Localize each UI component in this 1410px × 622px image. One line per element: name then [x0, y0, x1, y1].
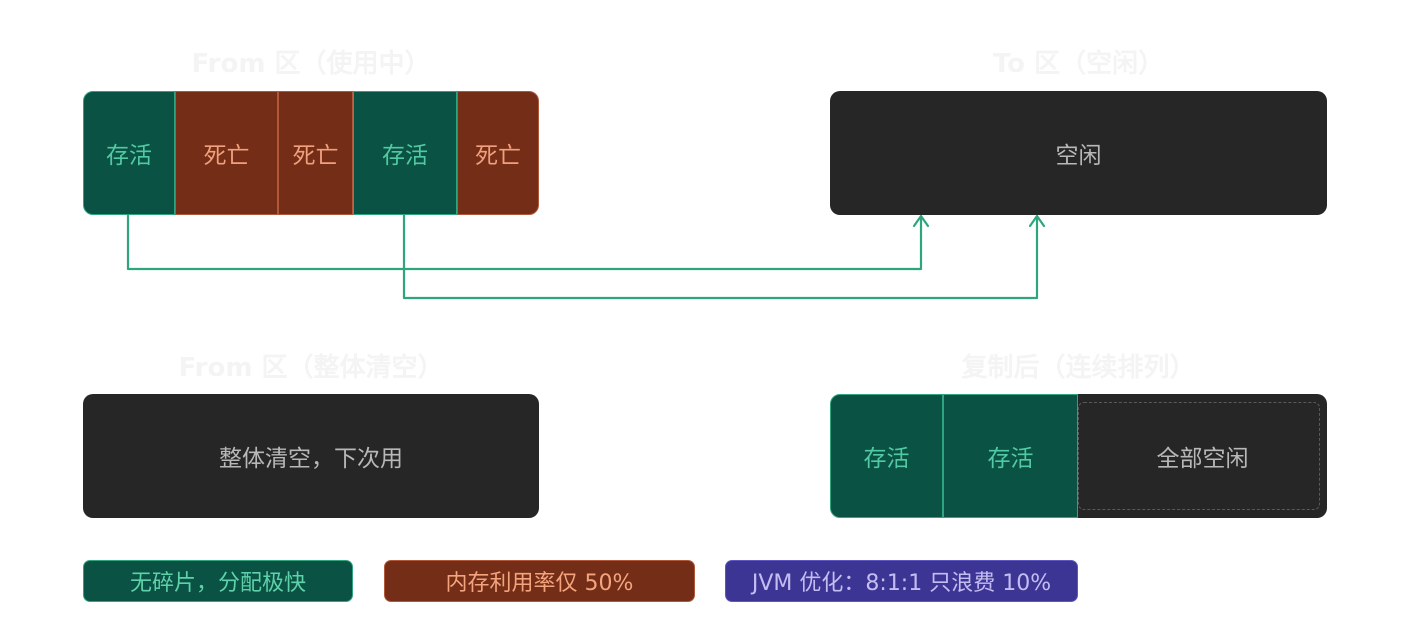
copied-alive-2: 存活 [943, 394, 1078, 518]
remaining-free-dashed-outline [1078, 402, 1320, 510]
remaining-free-block: 全部空闲 [1078, 394, 1327, 518]
copy-arrow-2-head [1028, 214, 1046, 228]
copy-arrow-1 [126, 213, 923, 271]
from-cell-alive-2: 存活 [353, 91, 457, 215]
from-cell-dead-2: 死亡 [278, 91, 353, 215]
copy-arrow-2 [402, 213, 1039, 300]
copy-arrow-1-head [912, 214, 930, 228]
no-fragment-pill: 无碎片，分配极快 [83, 560, 353, 602]
from-cleared-block: 整体清空，下次用 [83, 394, 539, 518]
from-zone-title: From 区（使用中） [191, 49, 431, 79]
from-cell-dead-1: 死亡 [175, 91, 278, 215]
copied-alive-1: 存活 [830, 394, 943, 518]
jvm-optimization-pill: JVM 优化：8:1:1 只浪费 10% [725, 560, 1078, 602]
from-cell-dead-3: 死亡 [457, 91, 539, 215]
remaining-free-label: 全部空闲 [1156, 446, 1249, 472]
to-zone-free-block: 空闲 [830, 91, 1327, 215]
after-copy-title: 复制后（连续排列） [961, 353, 1196, 383]
from-cell-alive-1: 存活 [83, 91, 175, 215]
from-cleared-title: From 区（整体清空） [178, 353, 444, 383]
memory-usage-pill: 内存利用率仅 50% [384, 560, 695, 602]
to-zone-title: To 区（空闲） [992, 49, 1165, 79]
